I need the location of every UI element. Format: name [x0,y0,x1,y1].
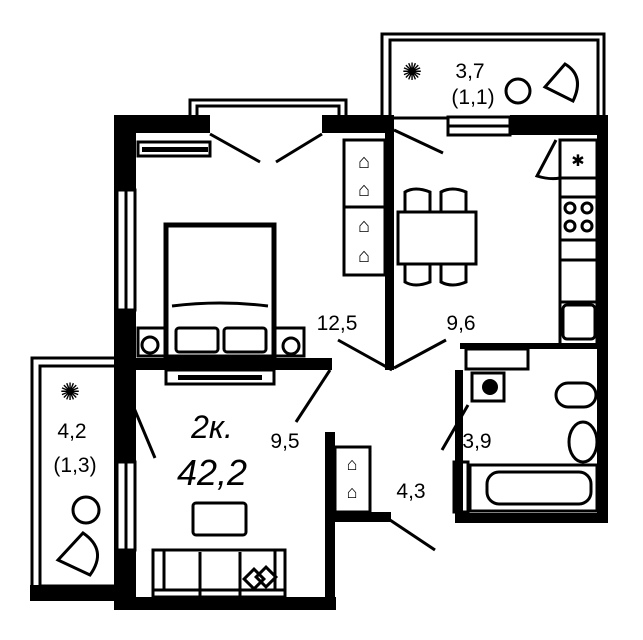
hanger-icon: ⌂ [347,454,358,474]
living-room-area: 9,5 [270,430,299,453]
bedroom-balcony-frame [188,98,348,116]
balcony-chair-round [71,495,101,525]
hallway-area: 4,3 [396,480,425,503]
balcony-chair [542,62,579,104]
wardrobe-hall: ⌂ ⌂ [333,445,372,514]
balcony-top-area: 3,7 [455,60,484,83]
hanger-icon: ⌂ [358,215,370,237]
hanger-icon: ⌂ [358,179,370,201]
apartment-type: 2к. [190,409,233,445]
dining-table [396,187,478,287]
hanger-icon: ⌂ [358,245,370,267]
bathroom-fixtures [452,347,599,514]
hanger-icon: ⌂ [347,482,358,502]
balcony-chair [55,531,99,577]
plant-icon: ✺ [402,60,422,86]
balcony-left-reduced-area: (1,3) [53,454,96,477]
kitchen-counter: ✱ [558,138,599,347]
balcony-left-area: 4,2 [57,420,86,443]
plant-icon: ✺ [60,380,80,406]
sofa [151,548,287,599]
balcony-top-reduced-area: (1,1) [451,86,494,109]
hanger-icon: ⌂ [358,151,370,173]
kitchen-area: 9,6 [446,312,475,335]
coffee-table [191,501,248,537]
balcony-chair-round [504,77,532,105]
total-area: 42,2 [177,452,247,493]
bathroom-area: 3,9 [462,430,491,453]
fridge-icon: ✱ [571,153,584,170]
tv-unit-living [164,368,276,386]
balcony-left [30,356,120,601]
tv-unit-bedroom [136,140,212,158]
doors [132,128,561,552]
wardrobe-bedroom: ⌂ ⌂ ⌂ ⌂ [342,138,387,277]
bedroom-area: 12,5 [317,312,358,335]
bed [136,222,306,360]
